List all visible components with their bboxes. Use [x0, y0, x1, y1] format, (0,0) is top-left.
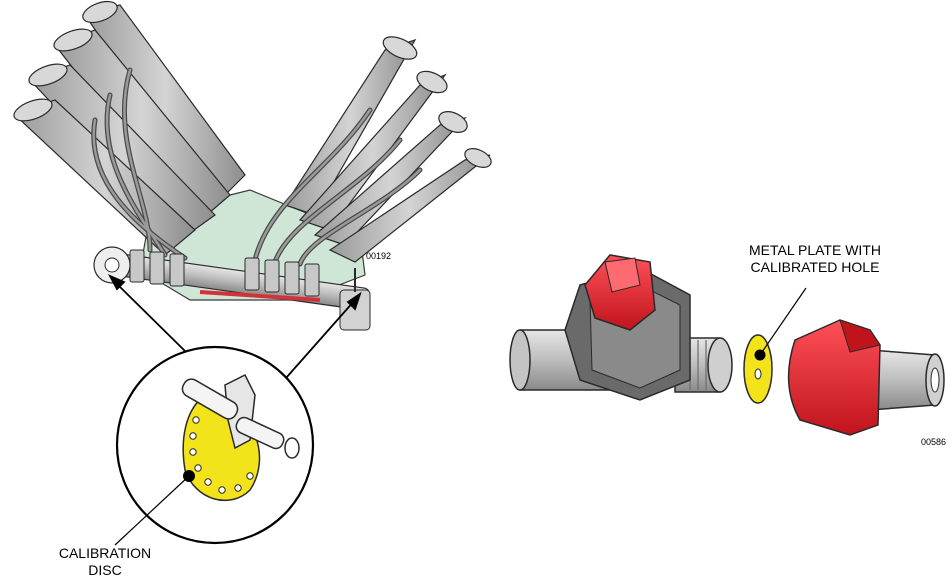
sprayer-boom-illustration [13, 0, 492, 331]
callout-calibration-disc: CALIBRATION DISC [40, 545, 170, 579]
calibration-disc-closeup [114, 345, 315, 546]
figure-code-right: 00586 [921, 437, 947, 447]
pointer-arrows [107, 274, 362, 379]
callout-metal-plate: METAL PLATE WITH CALIBRATED HOLE [735, 242, 895, 276]
callout-calibration-disc-line2: DISC [88, 562, 122, 578]
valve-assembly-illustration [509, 254, 733, 401]
callout-calibration-disc-line1: CALIBRATION [58, 545, 152, 561]
callout-metal-plate-line1: METAL PLATE WITH [749, 242, 881, 258]
callout-metal-plate-line2: CALIBRATED HOLE [750, 259, 880, 275]
nozzle-cap-illustration [787, 319, 945, 436]
metal-plate-calibrated-hole [743, 287, 807, 404]
figure-code-left: 00192 [366, 251, 392, 261]
